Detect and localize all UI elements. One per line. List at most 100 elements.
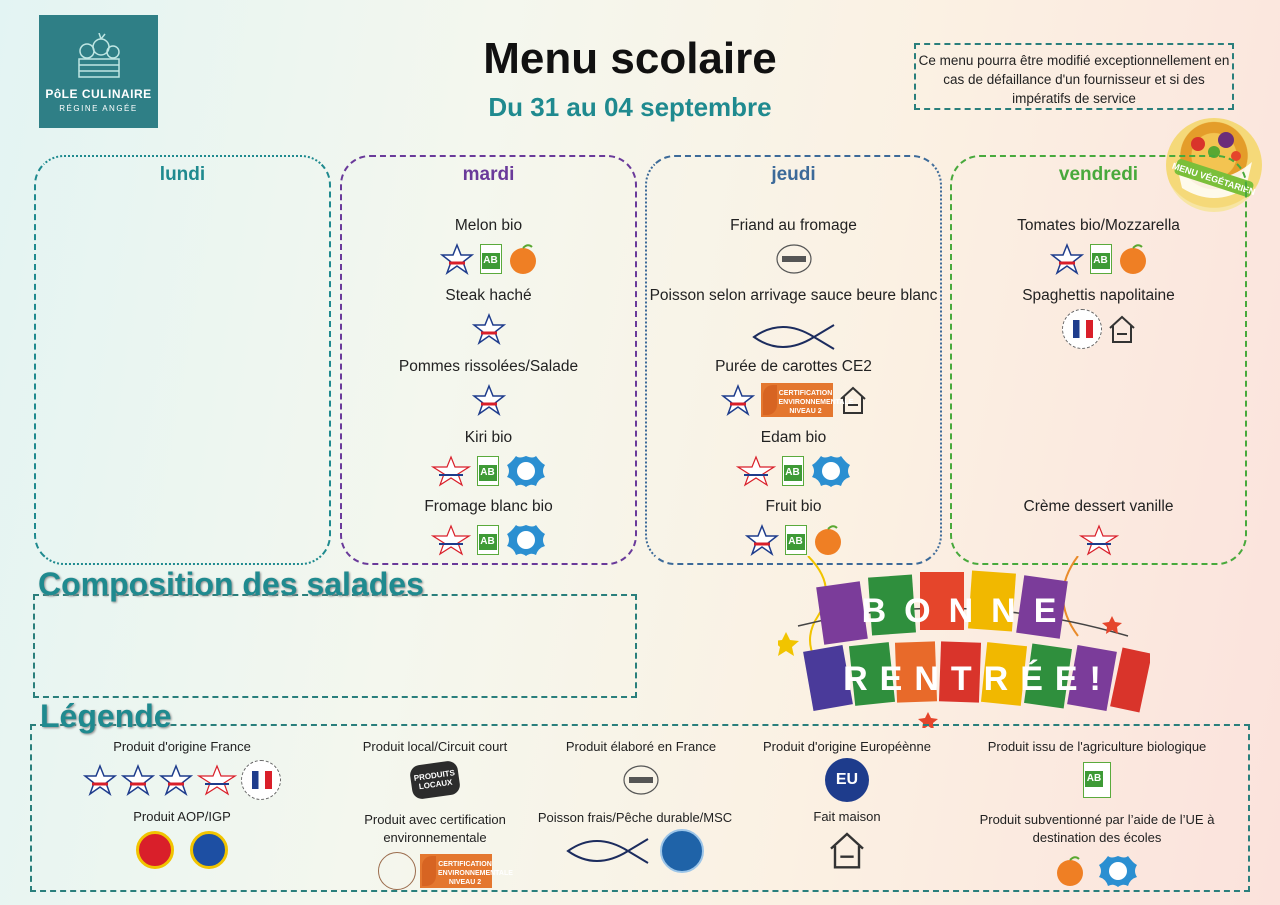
- lait-de-france-icon: [197, 764, 237, 796]
- legend-elabore-france: Produit élaboré en France: [556, 738, 726, 798]
- dish-name: Fruit bio: [765, 498, 822, 515]
- fruits-legumes-de-france-icon: [1049, 243, 1084, 275]
- banner-line-2: RENTRÉE!: [843, 660, 1113, 698]
- viandes-de-france-icon: [471, 313, 506, 345]
- fait-maison-icon: [839, 386, 866, 414]
- lait-de-france-icon: [430, 455, 471, 487]
- legend-certification: Produit avec certification environnement…: [345, 811, 525, 890]
- page-subtitle: Du 31 au 04 septembre: [488, 92, 772, 122]
- fruits-legumes-de-france-icon: [471, 384, 506, 416]
- agriculture-biologique-icon: [1089, 244, 1112, 274]
- legend-label: Produit local/Circuit court: [362, 739, 508, 754]
- day-label-lundi: lundi: [159, 164, 206, 185]
- dish-name: Crème dessert vanille: [1023, 498, 1174, 515]
- certification-environnementale-icon: CERTIFICATION ENVIRONNEMENTALE NIVEAU 2: [420, 854, 513, 888]
- dish-name: Tomates bio/Mozzarella: [1017, 217, 1180, 234]
- fruits-legumes-de-france-icon: [121, 764, 155, 796]
- legend-label: Fait maison: [813, 809, 881, 824]
- dish-item: Poisson selon arrivage sauce beure blanc: [647, 287, 940, 355]
- elabore-en-france-icon: [623, 765, 659, 795]
- dish-name: Purée de carottes CE2: [715, 358, 872, 375]
- cert-line: CERTIFICATION: [778, 390, 833, 397]
- cert-line: ENVIRONNEMENTALE: [778, 399, 854, 406]
- dish-item: Purée de carottes CE2 CERTIFICATION ENVI…: [647, 358, 940, 418]
- bonne-rentree-banner: BONNE RENTRÉE!: [778, 556, 1150, 728]
- lait-ecole-icon: [506, 456, 545, 487]
- cert-line: NIVEAU 2: [448, 879, 482, 886]
- agriculture-biologique-icon: [476, 456, 499, 486]
- legend-label: Produit issu de l'agriculture biologique: [987, 739, 1207, 754]
- pole-culinaire-logo: PôLE CULINAIRE RÉGINE ANGÉE: [39, 15, 158, 128]
- lait-ecole-icon: [506, 525, 545, 556]
- fruits-legumes-de-france-icon: [744, 524, 779, 556]
- fruits-ecole-icon: [1057, 856, 1083, 886]
- legend-box: [30, 724, 1250, 892]
- legend-aide-ue: Produit subventionné par l’aide de l’UE …: [972, 811, 1222, 889]
- lait-de-france-icon: [735, 455, 776, 487]
- fait-maison-icon: [1108, 315, 1135, 343]
- day-column-jeudi: jeudi Friand au fromage Poisson selon ar…: [645, 155, 942, 565]
- ble-francais-icon: [1061, 309, 1102, 349]
- day-column-vendredi: vendredi Tomates bio/Mozzarella Spaghett…: [950, 155, 1247, 565]
- legend-title: Légende: [40, 698, 172, 734]
- page-title: Menu scolaire: [483, 34, 777, 83]
- fruits-legumes-de-france-icon: [439, 243, 474, 275]
- legend-label: Produit élaboré en France: [565, 739, 717, 754]
- dish-item: Steak haché: [342, 287, 635, 347]
- dish-name: Steak haché: [445, 287, 532, 304]
- agriculture-biologique-icon: [784, 525, 807, 555]
- salad-composition-box: [33, 594, 637, 698]
- dish-name: Kiri bio: [464, 429, 513, 446]
- cert-line: CERTIFICATION: [438, 861, 492, 868]
- legend-aop-igp: Produit AOP/IGP: [62, 808, 302, 869]
- legend-label: Produit avec certification: [364, 812, 506, 827]
- dish-name: Edam bio: [760, 429, 827, 446]
- dish-item: Fromage blanc bio: [342, 498, 635, 558]
- day-label-jeudi: jeudi: [771, 164, 816, 185]
- legend-label: destination des écoles: [1032, 830, 1162, 845]
- lait-ecole-icon: [1099, 856, 1137, 887]
- agriculture-biologique-icon: [781, 456, 804, 486]
- agriculture-biologique-icon: [476, 525, 499, 555]
- star-icon: [778, 632, 799, 656]
- legend-bio: Produit issu de l'agriculture biologique: [972, 738, 1222, 798]
- made-in-eu-icon: EU: [825, 758, 869, 802]
- agriculture-biologique-icon: [479, 244, 502, 274]
- dish-item: Friand au fromage: [647, 217, 940, 277]
- fruits-ecole-icon: [814, 525, 841, 555]
- cert-line: ENVIRONNEMENTALE: [438, 870, 513, 877]
- day-label-vendredi: vendredi: [1058, 164, 1139, 185]
- day-column-mardi: mardi Melon bio Steak haché Pommes risso…: [340, 155, 637, 565]
- dish-item: Fruit bio: [647, 498, 940, 558]
- cert-line: NIVEAU 2: [789, 408, 822, 415]
- dish-name: Poisson selon arrivage sauce beure blanc: [649, 287, 938, 304]
- msc-peche-durable-icon: [660, 829, 704, 873]
- dish-name: Melon bio: [454, 217, 523, 234]
- dish-item: Pommes rissolées/Salade: [342, 358, 635, 418]
- star-icon: [1102, 616, 1122, 634]
- lait-ecole-icon: [811, 456, 850, 487]
- modification-notice: Ce menu pourra être modifié exceptionnel…: [914, 43, 1234, 110]
- lait-de-france-icon: [1078, 524, 1119, 556]
- logo-brand: PôLE CULINAIRE: [45, 87, 152, 101]
- legend-label: Produit subventionné par l’aide de l’UE …: [979, 812, 1215, 827]
- aop-icon: [136, 831, 174, 869]
- fruits-legumes-de-france-icon: [720, 384, 755, 416]
- dish-name: Pommes rissolées/Salade: [398, 358, 579, 375]
- ble-francais-icon: [241, 760, 281, 800]
- viandes-de-france-icon: [83, 764, 117, 796]
- legend-europe: Produit d'origine Européènne EU: [756, 738, 938, 802]
- dish-item: Spaghettis napolitaine: [952, 287, 1245, 349]
- oeufs-de-france-icon: [159, 764, 193, 796]
- legend-local: Produit local/Circuit court PRODUITS LOC…: [345, 738, 525, 801]
- dish-name: Friand au fromage: [730, 217, 857, 234]
- dish-item: Kiri bio: [342, 429, 635, 489]
- agriculture-biologique-icon: [1083, 762, 1111, 798]
- lait-de-france-icon: [430, 524, 471, 556]
- fish-icon: [751, 324, 835, 350]
- haute-valeur-environnementale-icon: [378, 852, 416, 890]
- igp-icon: [190, 831, 228, 869]
- legend-poisson: Poisson frais/Pêche durable/MSC: [535, 809, 735, 873]
- day-column-lundi: lundi: [34, 155, 331, 565]
- dish-item: Crème dessert vanille: [952, 498, 1245, 558]
